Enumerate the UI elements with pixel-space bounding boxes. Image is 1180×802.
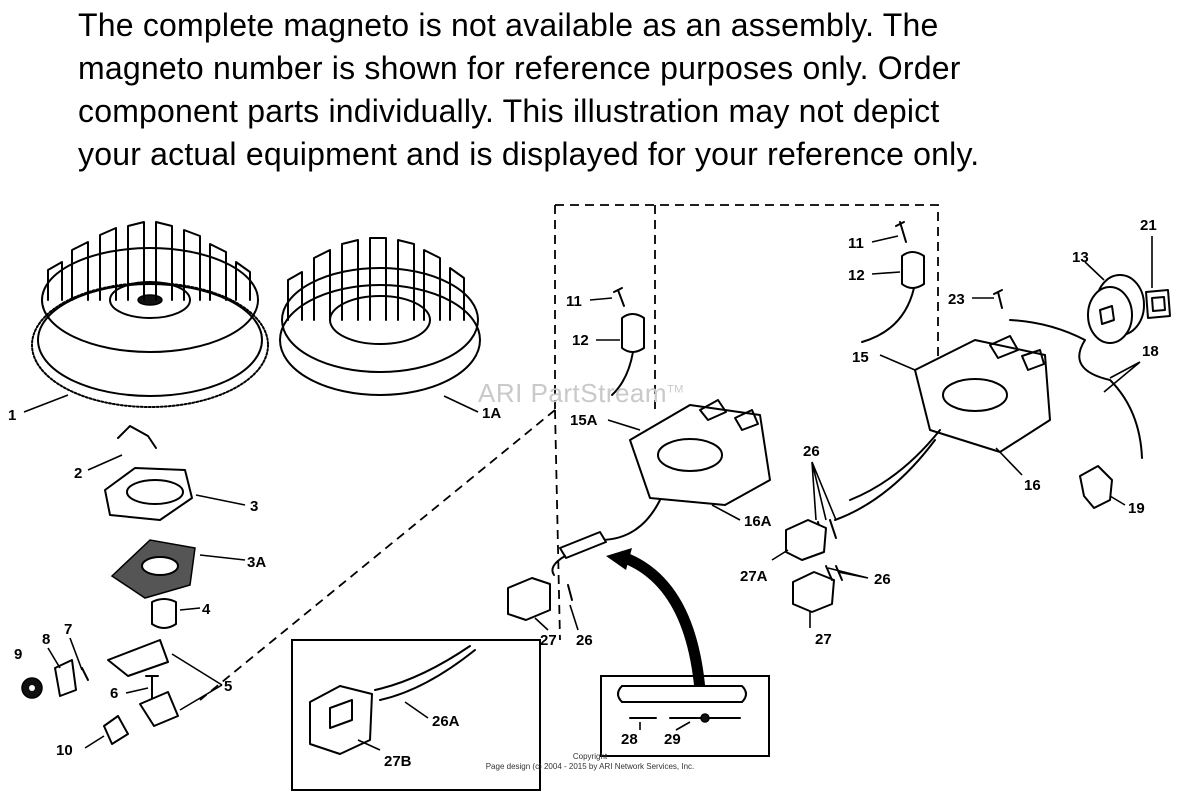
notice-line-3: component parts individually. This illus… <box>78 93 940 129</box>
terminal-housing-27a[interactable] <box>785 519 827 561</box>
label-15: 15 <box>852 349 869 366</box>
label-6: 6 <box>110 685 118 702</box>
flywheel[interactable] <box>279 237 481 396</box>
label-15a: 15A <box>570 412 598 429</box>
terminal-26a[interactable] <box>374 645 476 701</box>
notice-line-4: your actual equipment and is displayed f… <box>78 136 980 172</box>
label-11-left: 11 <box>566 293 582 310</box>
label-1: 1 <box>8 407 16 424</box>
label-4: 4 <box>202 601 211 618</box>
screw[interactable] <box>145 675 159 699</box>
label-21: 21 <box>1140 217 1157 234</box>
label-27-right: 27 <box>815 631 832 648</box>
coil-lead-left[interactable] <box>551 499 661 576</box>
label-11-right: 11 <box>848 235 864 252</box>
watermark-text: ARI PartStream <box>478 378 668 408</box>
armature-left[interactable] <box>629 399 771 506</box>
inset-box-sleeve <box>600 675 770 757</box>
condenser-left[interactable] <box>611 313 645 396</box>
splice-29[interactable] <box>669 713 741 723</box>
terminal-housing-left[interactable] <box>507 577 551 621</box>
condenser-right[interactable] <box>861 251 925 343</box>
copyright-line-1: Copyright <box>572 752 608 761</box>
label-3: 3 <box>250 498 258 515</box>
label-26-left: 26 <box>576 632 593 649</box>
label-26-upper: 26 <box>803 443 820 460</box>
label-27a: 27A <box>740 568 768 585</box>
copyright-notice: Copyright Page design (c) 2004 - 2015 by… <box>0 752 1180 772</box>
label-23: 23 <box>948 291 965 308</box>
condenser-screw-left[interactable] <box>613 287 625 307</box>
label-7: 7 <box>64 621 72 638</box>
stop-switch[interactable] <box>1087 274 1145 344</box>
cam-bushing[interactable] <box>151 598 177 629</box>
label-27b: 27B <box>384 753 412 770</box>
label-13: 13 <box>1072 249 1089 266</box>
inset-box <box>291 639 541 791</box>
terminal-left[interactable] <box>567 584 573 601</box>
screw-23[interactable] <box>993 289 1003 309</box>
label-2: 2 <box>74 465 82 482</box>
watermark: ARI PartStreamTM <box>478 378 684 409</box>
spring-clip[interactable] <box>117 425 157 449</box>
label-9: 9 <box>14 646 22 663</box>
parts-notice: The complete magneto is not available as… <box>78 4 1128 176</box>
clip[interactable] <box>103 715 129 745</box>
label-27-left: 27 <box>540 632 557 649</box>
notice-line-2: magneto number is shown for reference pu… <box>78 50 961 86</box>
coil-leads-right[interactable] <box>834 429 941 521</box>
label-26-lower: 26 <box>874 571 891 588</box>
label-12-right: 12 <box>848 267 865 284</box>
label-5: 5 <box>224 678 232 695</box>
notice-line-1: The complete magneto is not available as… <box>78 7 939 43</box>
label-16a: 16A <box>744 513 772 530</box>
ground-wire[interactable] <box>1009 319 1143 459</box>
label-12-left: 12 <box>572 332 589 349</box>
terminal-block-27b[interactable] <box>309 685 373 755</box>
label-1a: 1A <box>482 405 501 422</box>
watermark-tm: TM <box>667 383 684 396</box>
dust-cover[interactable] <box>104 467 193 521</box>
armature-right[interactable] <box>914 335 1051 453</box>
label-19: 19 <box>1128 500 1145 517</box>
insulating-sleeve[interactable] <box>617 685 747 703</box>
terminal-housing-right[interactable] <box>792 571 835 613</box>
label-3a: 3A <box>247 554 266 571</box>
condenser-screw-right[interactable] <box>895 221 907 243</box>
copyright-line-2: Page design (c) 2004 - 2015 by ARI Netwo… <box>485 762 695 771</box>
label-8: 8 <box>42 631 50 648</box>
washer[interactable] <box>54 659 77 697</box>
label-26a: 26A <box>432 713 460 730</box>
breaker-points[interactable] <box>107 639 179 727</box>
nut[interactable] <box>21 677 43 699</box>
label-16: 16 <box>1024 477 1041 494</box>
spark-plug-boot[interactable] <box>1079 465 1113 509</box>
flywheel-ring-gear[interactable] <box>31 221 269 408</box>
breaker-plate[interactable] <box>110 539 196 599</box>
label-18: 18 <box>1142 343 1159 360</box>
label-10: 10 <box>56 742 73 759</box>
insulator[interactable] <box>81 667 89 681</box>
label-28: 28 <box>621 731 638 748</box>
label-29: 29 <box>664 731 681 748</box>
plate-21[interactable] <box>1145 289 1171 319</box>
